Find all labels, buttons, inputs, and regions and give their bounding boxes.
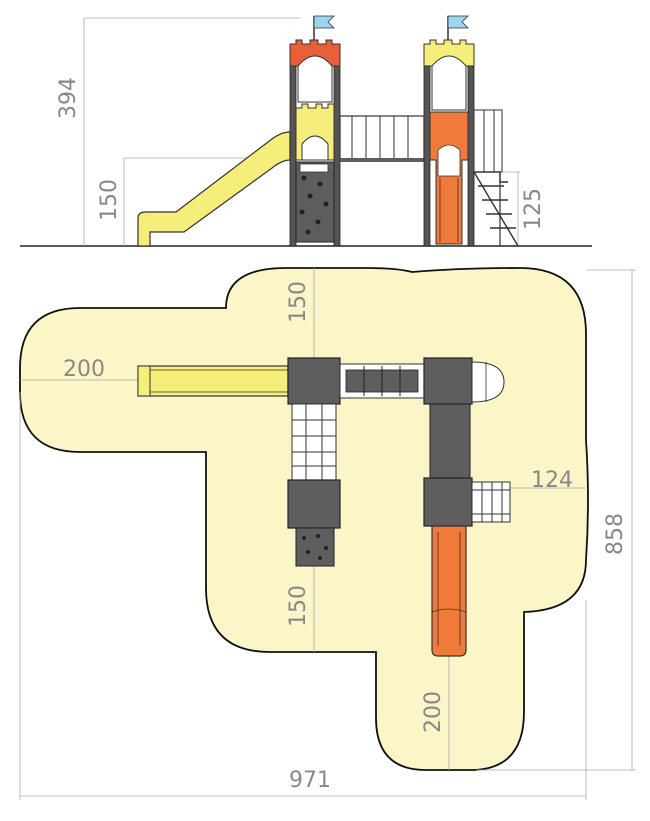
- ladder-plan: [291, 403, 337, 481]
- left-flag-icon: [313, 15, 335, 29]
- right-tower-post-left: [423, 65, 431, 247]
- slide-yellow-elevation: [137, 131, 291, 247]
- slide-red-opening: [437, 144, 461, 177]
- tunnel-plan: [429, 403, 471, 479]
- left-tower-post-left: [289, 65, 297, 247]
- platform-top-left: [287, 357, 341, 405]
- dim-label-slide-platform: 150: [97, 179, 122, 221]
- dim-label-stair-platform: 125: [521, 188, 546, 230]
- climbing-wall-plan-holds: [302, 534, 328, 560]
- stair-stringer: [473, 171, 519, 247]
- climbing-wall-plan: [295, 527, 335, 567]
- right-tower-roof: [423, 39, 475, 67]
- dim-label-slide-zone: 200: [63, 357, 105, 382]
- dim-label-bottom-slide-zone: 200: [421, 691, 446, 733]
- right-flag-icon: [447, 15, 469, 29]
- left-tower-post-right: [333, 65, 341, 247]
- ladder-rungs: [292, 404, 336, 480]
- stair-railing-bars: [483, 110, 495, 172]
- elevation-view: 394 150 125: [20, 15, 592, 247]
- left-tower-doorway: [301, 135, 329, 161]
- left-tower-arch: [297, 55, 333, 103]
- plan-view: 200 150 124 150 200 858 971: [19, 267, 636, 800]
- slide-red-plan-exit-line: [431, 608, 467, 613]
- bridge-deck: [340, 158, 424, 162]
- bridge-railings: [351, 116, 409, 160]
- slide-yellow-exit: [137, 365, 151, 397]
- dim-label-total-height-plan: 858: [603, 513, 628, 555]
- dim-label-stair-zone: 124: [531, 468, 573, 493]
- climbing-wall-elevation: [295, 161, 335, 243]
- slide-yellow-plan: [137, 365, 289, 397]
- platform-top-right: [423, 357, 473, 405]
- bridge-plan-slats: [363, 366, 401, 396]
- dim-label-top-zone: 150: [286, 281, 311, 323]
- slide-red-plan: [431, 525, 467, 657]
- dim-label-total-height: 394: [56, 77, 81, 119]
- dim-label-bottom-left-zone: 150: [286, 585, 311, 627]
- left-tower-roof: [289, 39, 341, 67]
- stair-railing-frame: [473, 109, 503, 173]
- stair-steps: [474, 171, 516, 229]
- climbing-wall-top-rail: [299, 163, 329, 173]
- platform-bottom-right: [423, 477, 473, 527]
- stairs-plan-steps: [472, 482, 510, 522]
- right-tower-post-right: [467, 65, 475, 247]
- slide-red-elevation: [429, 111, 469, 245]
- stairs-plan: [471, 481, 511, 523]
- bridge-elevation: [339, 115, 425, 161]
- platform-bottom-left: [287, 479, 341, 529]
- dim-label-total-width: 971: [289, 768, 331, 793]
- climbing-holds: [299, 175, 329, 235]
- platform-top-right-rail: [471, 361, 505, 403]
- right-tower-arch: [431, 55, 467, 111]
